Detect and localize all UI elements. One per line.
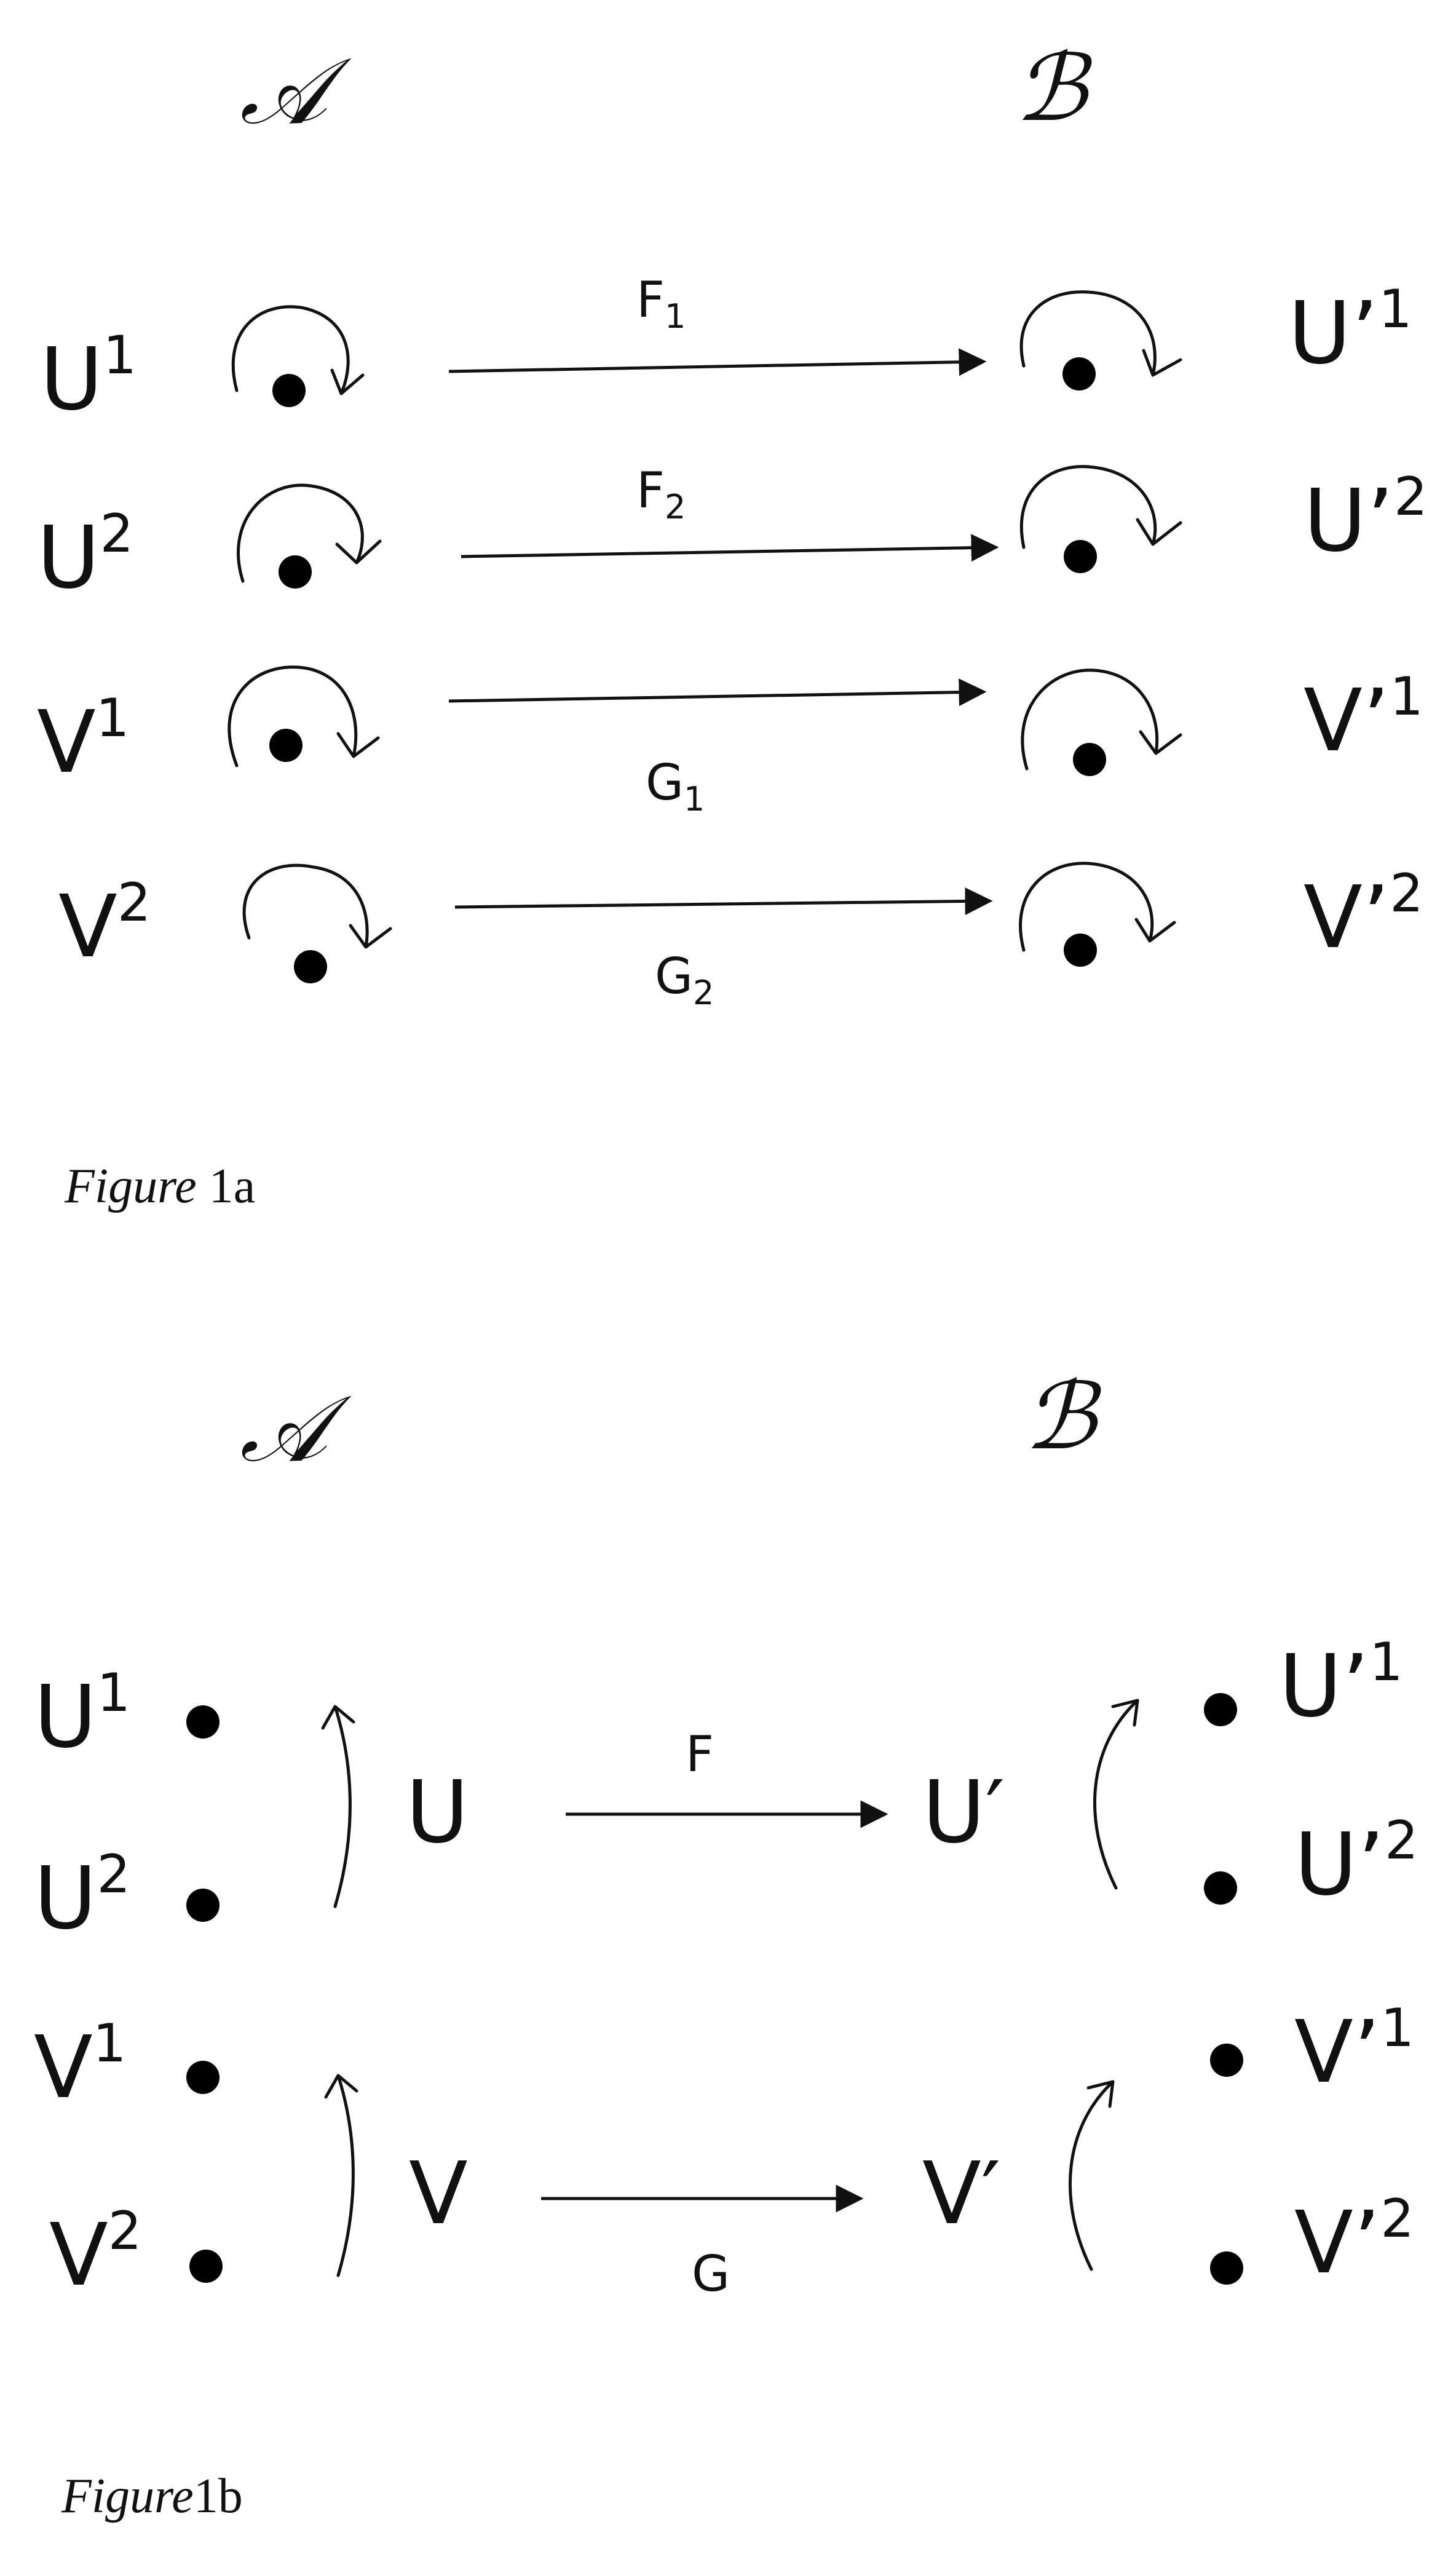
object-v2: V2: [58, 872, 151, 977]
object-u1: U1: [40, 325, 136, 430]
grouping-arrow-icon: [324, 2074, 358, 2277]
object-dot: [1064, 540, 1097, 573]
arrow-g1: [448, 678, 987, 707]
group-v-prime-label: V′: [922, 2144, 1001, 2244]
category-a-label: 𝒜: [240, 1376, 352, 1483]
arrow-f1: [448, 348, 987, 376]
object-dot: [1210, 2251, 1243, 2285]
identity-loop-icon: [1019, 290, 1182, 377]
identity-loop-icon: [1019, 465, 1182, 549]
object-dot: [189, 2250, 223, 2283]
object-dot: [269, 729, 303, 762]
object-v-prime-2: V’2: [1304, 863, 1423, 968]
object-v-prime-1: V’1: [1304, 666, 1423, 771]
object-dot: [186, 1889, 220, 1922]
functor-f-label: F: [686, 1726, 714, 1783]
object-v-prime-2: V’2: [1294, 2188, 1414, 2293]
object-dot: [1062, 357, 1096, 391]
object-u-prime-1: U’1: [1279, 1632, 1403, 1737]
object-dot: [1210, 2044, 1243, 2077]
functor-f1-label: F1: [636, 271, 686, 336]
object-v-prime-1: V’1: [1294, 1997, 1414, 2103]
object-v1: V1: [34, 2013, 127, 2118]
object-dot: [272, 374, 306, 407]
object-dot: [186, 1705, 220, 1739]
figure-1a-caption: Figure 1a: [64, 1159, 255, 1213]
group-u-prime-label: U′: [922, 1763, 1005, 1863]
object-dot: [294, 950, 327, 983]
grouping-arrow-icon: [321, 1705, 355, 1908]
group-u-label: U: [406, 1763, 469, 1863]
object-u2: U2: [34, 1844, 130, 1949]
object-u2: U2: [37, 503, 133, 608]
functor-g2-label: G2: [655, 948, 714, 1012]
identity-loop-icon: [237, 483, 382, 583]
object-dot: [1073, 743, 1106, 776]
object-u-prime-2: U’2: [1294, 1810, 1418, 1915]
object-v1: V1: [37, 688, 130, 793]
object-v2: V2: [49, 2200, 142, 2306]
object-dot: [186, 2061, 220, 2094]
category-a-label: 𝒜: [240, 38, 352, 145]
identity-loop-icon: [242, 863, 392, 949]
grouping-arrow-icon: [1068, 2080, 1115, 2271]
identity-loop-icon: [1019, 862, 1176, 952]
functor-g1-label: G1: [646, 754, 705, 819]
identity-loop-icon: [228, 665, 380, 767]
figure-1b: 𝒜 ℬ U1 U2 V1 V2 U’1 U’2 V’1: [34, 1363, 1418, 2523]
group-v-label: V: [409, 2144, 468, 2244]
object-u-prime-2: U’2: [1304, 466, 1428, 571]
object-dot: [1064, 934, 1097, 967]
category-b-label: ℬ: [1024, 1363, 1102, 1470]
functor-g-label: G: [692, 2245, 730, 2302]
functor-f2-label: F2: [636, 462, 686, 526]
figure-1b-caption: Figure1b: [61, 2469, 243, 2523]
identity-loop-icon: [1021, 668, 1182, 771]
object-dot: [279, 555, 312, 589]
object-u1: U1: [34, 1662, 130, 1767]
grouping-arrow-icon: [1093, 1699, 1139, 1890]
arrow-g2: [454, 887, 993, 915]
object-u-prime-1: U’1: [1288, 279, 1412, 384]
object-dot: [1204, 1871, 1237, 1905]
arrow-f2: [461, 534, 999, 562]
category-b-label: ℬ: [1015, 35, 1093, 142]
figure-1a: 𝒜 ℬ U1 U2 V1 V2 U’1 U’2 V’1 V’2: [37, 35, 1428, 1213]
object-dot: [1204, 1693, 1237, 1726]
identity-loop-icon: [231, 305, 365, 395]
